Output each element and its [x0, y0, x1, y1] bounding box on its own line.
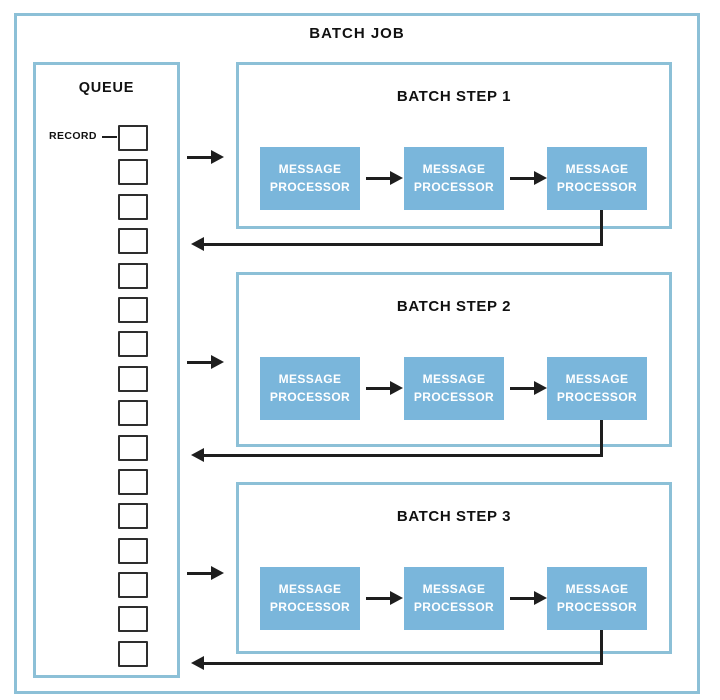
arrowhead-left-icon [191, 237, 204, 251]
arrow-step3-return-horizontal [204, 661, 603, 665]
queue-container: QUEUE [33, 62, 180, 678]
arrow-processor2-to-processor3 [510, 177, 535, 180]
queue-record [118, 434, 148, 461]
arrow-queue-to-step1 [187, 155, 213, 159]
arrow-step1-return-vertical [600, 210, 603, 245]
arrowhead-right-icon [390, 381, 403, 395]
message-processor-box: MESSAGE PROCESSOR [404, 357, 504, 420]
message-processor-label: MESSAGE PROCESSOR [556, 372, 638, 404]
arrowhead-right-icon [211, 566, 224, 580]
queue-record [118, 503, 148, 530]
message-processor-box: MESSAGE PROCESSOR [260, 147, 360, 210]
batch-step-3-title: BATCH STEP 3 [396, 508, 512, 525]
queue-record [118, 262, 148, 289]
queue-record [118, 537, 148, 564]
batch-step-1-container: BATCH STEP 1 MESSAGE PROCESSOR MESSAGE P… [236, 62, 672, 229]
arrowhead-right-icon [211, 355, 224, 369]
arrowhead-right-icon [534, 591, 547, 605]
batch-step-3-container: BATCH STEP 3 MESSAGE PROCESSOR MESSAGE P… [236, 482, 672, 654]
queue-title: QUEUE [78, 80, 135, 96]
diagram-title: BATCH JOB [309, 25, 405, 42]
message-processor-box: MESSAGE PROCESSOR [404, 567, 504, 630]
batch-step-1-title: BATCH STEP 1 [396, 88, 512, 105]
message-processor-label: MESSAGE PROCESSOR [413, 162, 495, 194]
arrow-step3-return-vertical [600, 630, 603, 665]
queue-record [118, 606, 148, 633]
arrowhead-right-icon [534, 381, 547, 395]
message-processor-box: MESSAGE PROCESSOR [547, 357, 647, 420]
queue-record [118, 468, 148, 495]
batch-step-2-container: BATCH STEP 2 MESSAGE PROCESSOR MESSAGE P… [236, 272, 672, 447]
arrowhead-left-icon [191, 656, 204, 670]
arrowhead-right-icon [211, 150, 224, 164]
message-processor-label: MESSAGE PROCESSOR [269, 162, 351, 194]
message-processor-box: MESSAGE PROCESSOR [260, 567, 360, 630]
queue-record [118, 296, 148, 323]
batch-step-2-title: BATCH STEP 2 [396, 298, 512, 315]
message-processor-label: MESSAGE PROCESSOR [269, 582, 351, 614]
message-processor-box: MESSAGE PROCESSOR [547, 147, 647, 210]
record-pointer-line [102, 136, 117, 138]
arrow-processor1-to-processor2 [366, 597, 391, 600]
queue-record [118, 159, 148, 186]
arrow-step2-return-horizontal [204, 453, 603, 457]
arrow-step2-return-vertical [600, 420, 603, 457]
arrow-processor1-to-processor2 [366, 177, 391, 180]
arrowhead-right-icon [390, 171, 403, 185]
queue-record [118, 125, 148, 151]
message-processor-box: MESSAGE PROCESSOR [547, 567, 647, 630]
queue-record [118, 400, 148, 427]
queue-record [118, 331, 148, 358]
queue-record [118, 193, 148, 220]
queue-record [118, 640, 148, 667]
queue-record [118, 572, 148, 599]
queue-record [118, 365, 148, 392]
arrow-queue-to-step2 [187, 360, 213, 364]
batch-job-container [14, 13, 700, 694]
message-processor-box: MESSAGE PROCESSOR [404, 147, 504, 210]
message-processor-label: MESSAGE PROCESSOR [413, 372, 495, 404]
message-processor-label: MESSAGE PROCESSOR [556, 162, 638, 194]
message-processor-label: MESSAGE PROCESSOR [413, 582, 495, 614]
arrow-processor2-to-processor3 [510, 597, 535, 600]
arrowhead-right-icon [534, 171, 547, 185]
arrow-processor1-to-processor2 [366, 387, 391, 390]
arrowhead-left-icon [191, 448, 204, 462]
message-processor-label: MESSAGE PROCESSOR [269, 372, 351, 404]
arrow-step1-return-horizontal [204, 242, 603, 246]
message-processor-box: MESSAGE PROCESSOR [260, 357, 360, 420]
arrow-queue-to-step3 [187, 571, 213, 575]
record-label: RECORD [49, 130, 97, 142]
message-processor-label: MESSAGE PROCESSOR [556, 582, 638, 614]
queue-records [118, 125, 148, 667]
arrow-processor2-to-processor3 [510, 387, 535, 390]
arrowhead-right-icon [390, 591, 403, 605]
queue-record [118, 228, 148, 255]
